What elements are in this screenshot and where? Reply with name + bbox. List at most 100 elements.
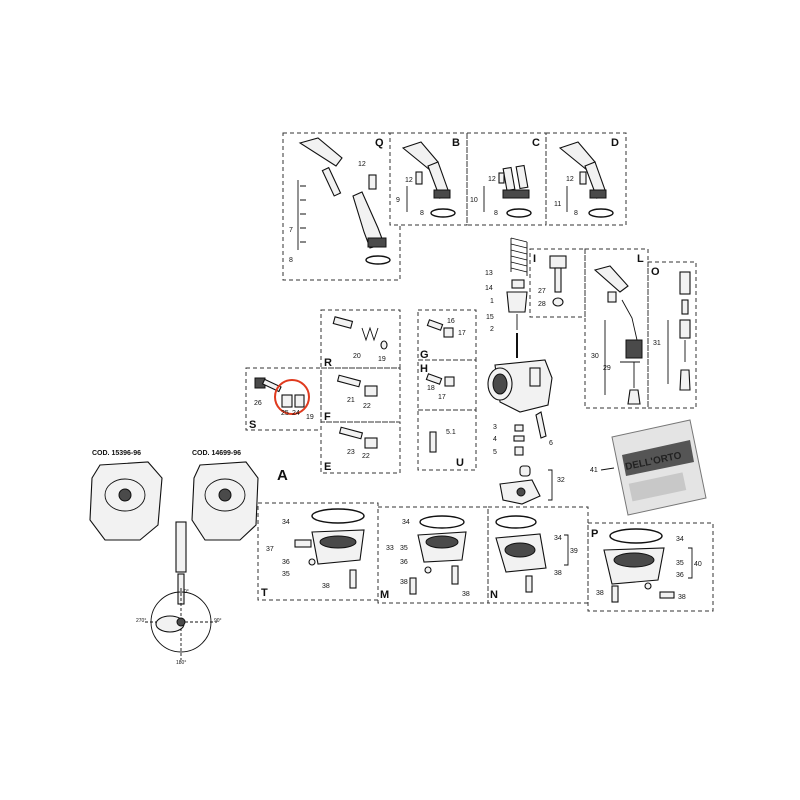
svg-text:10: 10 bbox=[470, 197, 478, 204]
section-letter-h: H bbox=[420, 363, 428, 375]
gasket-34-n bbox=[495, 515, 537, 529]
highlight-circle bbox=[274, 379, 310, 415]
screw-16 bbox=[426, 319, 444, 331]
idle-screw-r bbox=[332, 316, 354, 329]
section-i-group: I 27 28 bbox=[529, 248, 586, 318]
svg-text:35: 35 bbox=[400, 545, 408, 552]
section-letter-s: S bbox=[249, 419, 256, 431]
svg-text:14: 14 bbox=[485, 285, 493, 292]
section-g-group: G 16 17 bbox=[417, 309, 477, 361]
gasket-34-t bbox=[311, 508, 365, 524]
spring-17-h bbox=[444, 376, 455, 387]
svg-text:38: 38 bbox=[596, 590, 604, 597]
svg-text:38: 38 bbox=[462, 591, 470, 598]
svg-text:13: 13 bbox=[485, 270, 493, 277]
spring-cap bbox=[511, 279, 525, 289]
idle-screw-21 bbox=[336, 374, 362, 388]
cover-cod-15396: COD. 15396-96 bbox=[89, 450, 163, 541]
svg-text:36: 36 bbox=[676, 572, 684, 579]
choke-piston-o bbox=[679, 369, 691, 391]
svg-text:38: 38 bbox=[678, 594, 686, 601]
tap-stem bbox=[175, 521, 187, 573]
carb-bore bbox=[492, 373, 508, 395]
screw-18 bbox=[425, 373, 443, 385]
spring-24 bbox=[294, 394, 305, 408]
jet-4 bbox=[513, 435, 525, 442]
svg-text:90°: 90° bbox=[214, 618, 222, 624]
svg-text:7: 7 bbox=[289, 227, 293, 234]
svg-text:5: 5 bbox=[493, 449, 497, 456]
section-u-group: U 5.1 bbox=[417, 409, 477, 471]
section-letter-t: T bbox=[261, 587, 268, 599]
fuel-tap-rotation-diagram: 0° 270° 90° 180° bbox=[136, 521, 222, 666]
lever-clamp-q bbox=[367, 237, 387, 248]
svg-text:11: 11 bbox=[554, 201, 561, 208]
screw-38-m-b bbox=[451, 565, 459, 585]
o-ring-8-q bbox=[365, 255, 391, 265]
svg-text:35: 35 bbox=[676, 560, 684, 567]
svg-text:22: 22 bbox=[363, 403, 371, 410]
lever-clamp-d bbox=[589, 189, 607, 199]
section-letter-g: G bbox=[420, 349, 429, 361]
cable-sleeve-o bbox=[681, 299, 689, 315]
spring-r bbox=[361, 326, 379, 342]
choke-seal-28 bbox=[552, 297, 564, 307]
gasket-34-m bbox=[419, 515, 465, 529]
carburetor-center-assembly: 13 14 1 15 2 3 4 5 6 32 bbox=[485, 237, 565, 505]
throttle-body-c2 bbox=[515, 164, 529, 190]
o-ring-8-c bbox=[506, 208, 532, 218]
svg-text:34: 34 bbox=[282, 519, 290, 526]
svg-text:5.1: 5.1 bbox=[446, 429, 456, 436]
section-letter-n: N bbox=[490, 589, 498, 601]
screw-38-t bbox=[349, 569, 357, 589]
gasket-piece bbox=[519, 465, 531, 477]
section-letter-u: U bbox=[456, 457, 464, 469]
svg-text:3: 3 bbox=[493, 424, 497, 431]
section-c-group: C 12 10 8 bbox=[466, 132, 547, 226]
section-n-group: N 34 39 38 bbox=[487, 506, 589, 604]
section-m-group: M 34 33 35 36 38 38 bbox=[377, 506, 489, 604]
screw-12-c bbox=[498, 172, 505, 184]
svg-text:32: 32 bbox=[557, 477, 565, 484]
section-s-group: S 26 25 24 19 bbox=[245, 367, 322, 431]
cable-adjuster-o bbox=[679, 271, 691, 295]
svg-text:8: 8 bbox=[420, 210, 424, 217]
svg-text:24: 24 bbox=[292, 410, 300, 417]
svg-text:18: 18 bbox=[427, 385, 435, 392]
section-letter-r: R bbox=[324, 357, 332, 369]
svg-text:28: 28 bbox=[538, 301, 546, 308]
section-letter-m: M bbox=[380, 589, 389, 601]
svg-text:21: 21 bbox=[347, 397, 355, 404]
svg-text:12: 12 bbox=[405, 177, 413, 184]
svg-text:4: 4 bbox=[493, 436, 497, 443]
section-f-group: F 21 22 bbox=[320, 367, 401, 423]
section-q-group: Q 12 7 8 bbox=[282, 132, 401, 281]
section-letter-e: E bbox=[324, 461, 331, 473]
svg-text:27: 27 bbox=[538, 288, 546, 295]
section-letter-q: Q bbox=[375, 137, 384, 149]
section-letter-o: O bbox=[651, 266, 660, 278]
svg-text:15: 15 bbox=[486, 314, 494, 321]
svg-text:17: 17 bbox=[438, 394, 446, 401]
spring-22-f bbox=[364, 385, 378, 397]
choke-cable-end bbox=[607, 291, 617, 303]
svg-text:9: 9 bbox=[396, 197, 400, 204]
svg-text:12: 12 bbox=[488, 176, 496, 183]
svg-text:34: 34 bbox=[554, 535, 562, 542]
svg-text:41: 41 bbox=[590, 467, 598, 474]
section-letter-f: F bbox=[324, 411, 331, 423]
svg-text:8: 8 bbox=[289, 257, 293, 264]
svg-text:34: 34 bbox=[402, 519, 410, 526]
jet-5 bbox=[514, 446, 524, 456]
svg-text:25: 25 bbox=[281, 410, 289, 417]
section-l-group: L 30 29 bbox=[584, 248, 649, 409]
lever-clamp-b bbox=[433, 189, 451, 199]
cover-cod-14699: COD. 14699-96 bbox=[191, 450, 259, 541]
section-d-group: D 12 11 8 bbox=[545, 132, 627, 226]
jet-51 bbox=[429, 431, 437, 453]
svg-text:40: 40 bbox=[694, 561, 702, 568]
screw-12-d bbox=[579, 171, 587, 185]
section-t-group: T 34 37 36 35 38 bbox=[257, 502, 379, 601]
drain-screw-t bbox=[294, 539, 312, 548]
